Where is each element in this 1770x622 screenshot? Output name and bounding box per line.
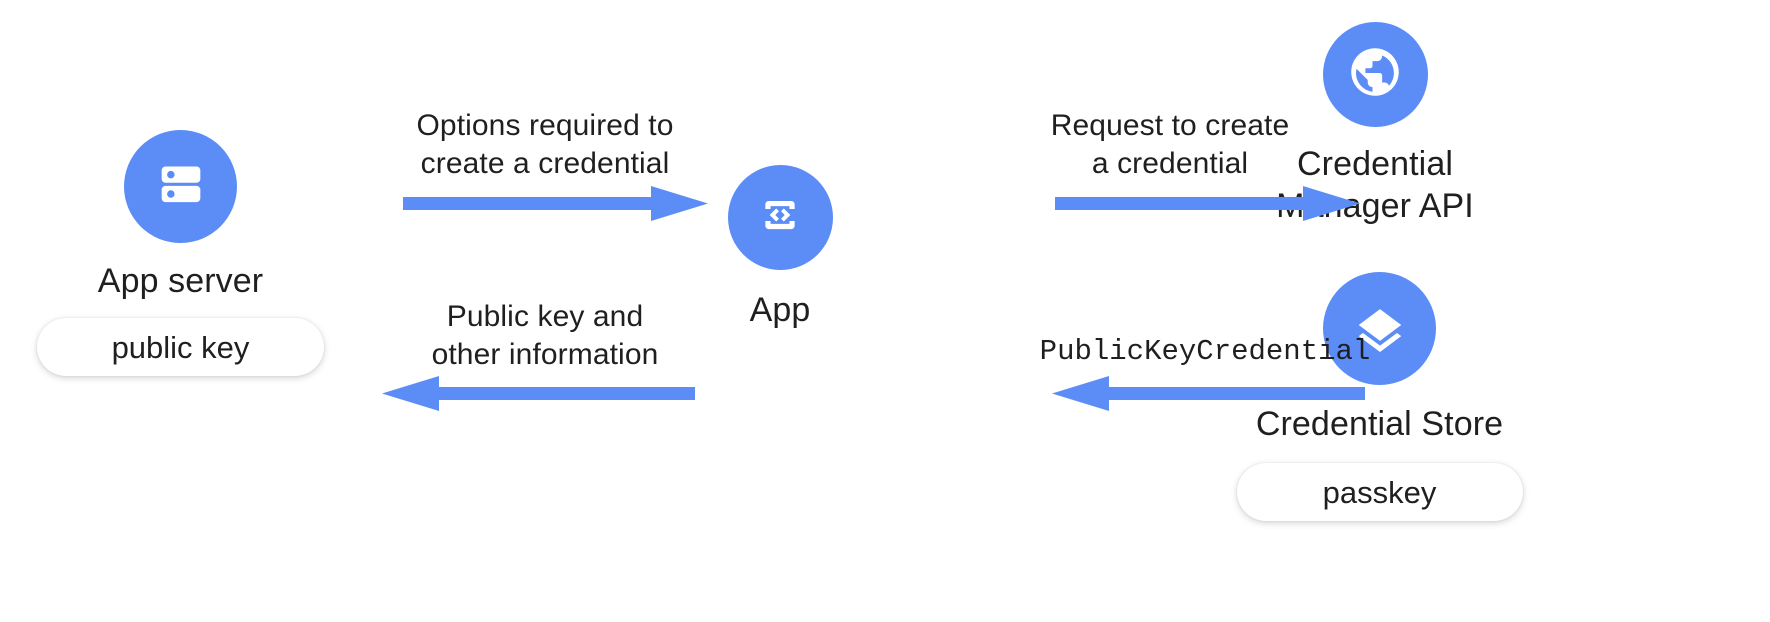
layers-icon	[1350, 296, 1410, 361]
credential-store-icon-circle	[1323, 272, 1436, 385]
node-credential-store: Credential Store passkey	[1222, 272, 1537, 521]
arrow-store-to-app	[1045, 370, 1365, 418]
app-code-device-icon	[753, 188, 807, 247]
arrow-label-store-to-app: PublicKeyCredential	[1039, 335, 1371, 368]
node-label-app: App	[749, 291, 811, 329]
arrow-server-to-app	[403, 180, 708, 228]
node-label-app-server: App server	[97, 262, 264, 300]
arrow-app-to-api	[1055, 180, 1360, 228]
node-label-credential-store: Credential Store	[1255, 405, 1504, 443]
arrow-label-server-to-app: Options required to create a credential	[416, 109, 674, 180]
node-app-server: App server public key	[18, 130, 343, 376]
node-app: App	[660, 165, 900, 331]
globe-public-icon	[1345, 42, 1405, 107]
credential-manager-api-icon-circle	[1322, 22, 1428, 127]
chip-passkey: passkey	[1236, 463, 1523, 521]
arrow-label-app-to-server: Public key and other information	[431, 300, 659, 371]
arrow-label-app-to-api: Request to create a credential	[1050, 109, 1290, 180]
chip-public-key: public key	[37, 318, 324, 376]
app-icon-circle	[727, 165, 833, 270]
arrow-app-to-server	[375, 370, 695, 418]
node-credential-manager-api: Credential Manager API	[1215, 22, 1535, 227]
app-server-icon-circle	[124, 130, 237, 243]
server-icon	[152, 155, 210, 218]
